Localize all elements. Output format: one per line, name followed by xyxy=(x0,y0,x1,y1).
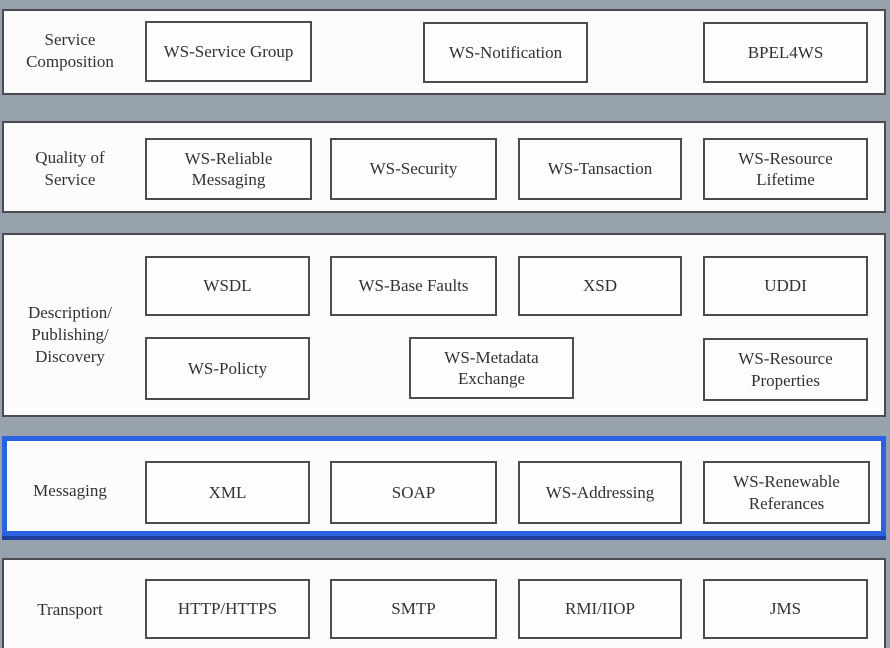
box-ws-security: WS-Security xyxy=(330,138,497,200)
box-uddi: UDDI xyxy=(703,256,868,316)
box-wsdl: WSDL xyxy=(145,256,310,316)
box-ws-metadata-exchange: WS-Metadata Exchange xyxy=(409,337,574,399)
box-ws-renewable-referances: WS-Renewable Referances xyxy=(703,461,870,524)
layer-label-quality-of-service: Quality of Service xyxy=(35,148,105,190)
layer-label-description-publishing-discovery: Description/ Publishing/ Discovery xyxy=(27,303,113,367)
box-xml: XML xyxy=(145,461,310,524)
box-rmi-iiop: RMI/IIOP xyxy=(518,579,682,639)
box-jms: JMS xyxy=(703,579,868,639)
box-ws-addressing: WS-Addressing xyxy=(518,461,682,524)
box-ws-tansaction: WS-Tansaction xyxy=(518,138,682,200)
box-ws-reliable-messaging: WS-Reliable Messaging xyxy=(145,138,312,200)
box-ws-resource-properties: WS-Resource Properties xyxy=(703,338,868,401)
box-ws-base-faults: WS-Base Faults xyxy=(330,256,497,316)
box-smtp: SMTP xyxy=(330,579,497,639)
box-http-https: HTTP/HTTPS xyxy=(145,579,310,639)
box-soap: SOAP xyxy=(330,461,497,524)
box-xsd: XSD xyxy=(518,256,682,316)
layer-label-service-composition: Service Composition xyxy=(26,30,114,72)
layer-label-messaging: Messaging xyxy=(33,481,107,500)
box-ws-policty: WS-Policty xyxy=(145,337,310,400)
box-ws-notification: WS-Notification xyxy=(423,22,588,83)
box-ws-resource-lifetime: WS-Resource Lifetime xyxy=(703,138,868,200)
box-bpel4ws: BPEL4WS xyxy=(703,22,868,83)
box-ws-service-group: WS-Service Group xyxy=(145,21,312,82)
layer-label-transport: Transport xyxy=(37,600,103,619)
